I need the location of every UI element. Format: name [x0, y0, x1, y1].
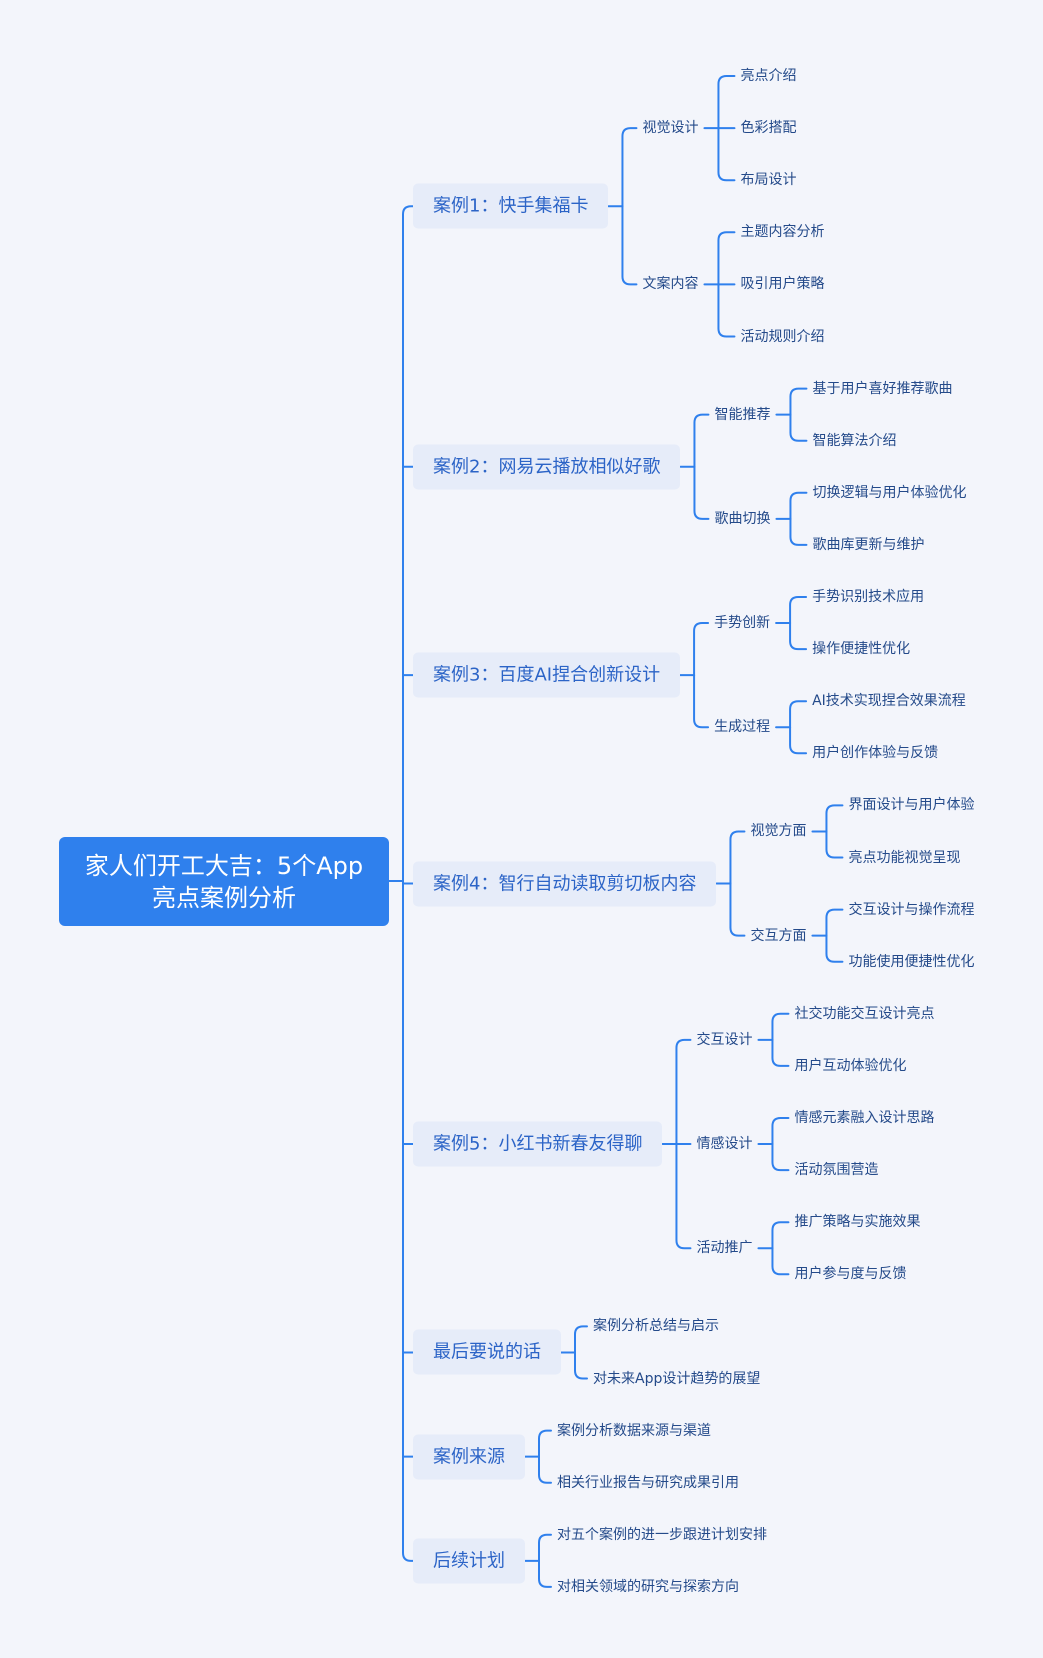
branch-3-group-1-item-2[interactable]: 操作便捷性优化 — [812, 641, 911, 658]
branch-5-group-2[interactable]: 情感设计 — [696, 1136, 753, 1153]
branch-2-group-2[interactable]: 歌曲切换 — [714, 510, 771, 527]
branch-1-group-2[interactable]: 文案内容 — [642, 276, 699, 293]
branch-4-group-2-item-1[interactable]: 交互设计与操作流程 — [848, 901, 975, 918]
branch-3-group-1[interactable]: 手势创新 — [714, 615, 771, 632]
branch-7-item-2[interactable]: 相关行业报告与研究成果引用 — [557, 1474, 739, 1491]
branch-6[interactable]: 最后要说的话 — [413, 1329, 561, 1375]
branch-5-group-1-item-1[interactable]: 社交功能交互设计亮点 — [794, 1005, 935, 1022]
branch-7-item-1[interactable]: 案例分析数据来源与渠道 — [557, 1422, 711, 1439]
branch-3-group-2-item-2[interactable]: 用户创作体验与反馈 — [812, 745, 939, 762]
branch-5-group-3-item-2[interactable]: 用户参与度与反馈 — [794, 1266, 907, 1283]
branch-4-group-1-item-2[interactable]: 亮点功能视觉呈现 — [848, 849, 961, 866]
branch-2-group-2-item-1[interactable]: 切换逻辑与用户体验优化 — [812, 484, 967, 501]
branch-8[interactable]: 后续计划 — [413, 1538, 525, 1584]
branch-3-group-2[interactable]: 生成过程 — [714, 719, 771, 736]
root-topic[interactable]: 家人们开工大吉：5个App 亮点案例分析 — [59, 837, 389, 926]
branch-1-group-1-item-2[interactable]: 色彩搭配 — [740, 120, 797, 137]
branch-6-item-1[interactable]: 案例分析总结与启示 — [593, 1318, 719, 1335]
branch-2[interactable]: 案例2：网易云播放相似好歌 — [413, 444, 681, 490]
branch-1-group-1-item-3[interactable]: 布局设计 — [740, 172, 797, 189]
branch-1-group-1[interactable]: 视觉设计 — [642, 120, 699, 137]
branch-4-group-1[interactable]: 视觉方面 — [750, 823, 807, 840]
branch-1-group-2-item-1[interactable]: 主题内容分析 — [740, 224, 825, 241]
branch-5[interactable]: 案例5：小红书新春友得聊 — [413, 1121, 663, 1167]
branch-5-group-3-item-1[interactable]: 推广策略与实施效果 — [794, 1214, 921, 1231]
branch-2-group-1[interactable]: 智能推荐 — [714, 406, 771, 423]
branch-8-item-1[interactable]: 对五个案例的进一步跟进计划安排 — [557, 1526, 767, 1543]
branch-4-group-2-item-2[interactable]: 功能使用便捷性优化 — [848, 953, 975, 970]
branch-3-group-2-item-1[interactable]: AI技术实现捏合效果流程 — [812, 693, 966, 710]
branch-2-group-1-item-2[interactable]: 智能算法介绍 — [812, 432, 897, 449]
root-title-line-1: 家人们开工大吉：5个App — [84, 851, 364, 880]
branch-3-group-1-item-1[interactable]: 手势识别技术应用 — [812, 589, 925, 605]
branch-2-group-1-item-1[interactable]: 基于用户喜好推荐歌曲 — [812, 380, 953, 397]
branch-4-group-2[interactable]: 交互方面 — [750, 927, 807, 944]
branch-7[interactable]: 案例来源 — [413, 1434, 525, 1480]
branch-2-group-2-item-2[interactable]: 歌曲库更新与维护 — [812, 536, 925, 553]
branch-5-group-2-item-1[interactable]: 情感元素融入设计思路 — [794, 1110, 935, 1126]
branch-5-group-1-item-2[interactable]: 用户互动体验优化 — [794, 1057, 907, 1074]
branch-1-group-1-item-1[interactable]: 亮点介绍 — [740, 68, 797, 84]
branch-1-group-2-item-3[interactable]: 活动规则介绍 — [740, 328, 825, 345]
branch-8-item-2[interactable]: 对相关领域的研究与探索方向 — [557, 1578, 739, 1595]
branch-4[interactable]: 案例4：智行自动读取剪切板内容 — [413, 861, 717, 907]
branch-5-group-3[interactable]: 活动推广 — [696, 1240, 753, 1257]
branch-1-group-2-item-2[interactable]: 吸引用户策略 — [740, 276, 825, 293]
branch-5-group-2-item-2[interactable]: 活动氛围营造 — [794, 1162, 879, 1179]
branch-5-group-1[interactable]: 交互设计 — [696, 1031, 753, 1048]
branch-3[interactable]: 案例3：百度AI捏合创新设计 — [413, 652, 681, 698]
branch-4-group-1-item-1[interactable]: 界面设计与用户体验 — [848, 797, 975, 814]
root-title-line-2: 亮点案例分析 — [152, 883, 296, 912]
branch-1[interactable]: 案例1：快手集福卡 — [413, 183, 609, 229]
branch-6-item-2[interactable]: 对未来App设计趋势的展望 — [593, 1370, 761, 1387]
